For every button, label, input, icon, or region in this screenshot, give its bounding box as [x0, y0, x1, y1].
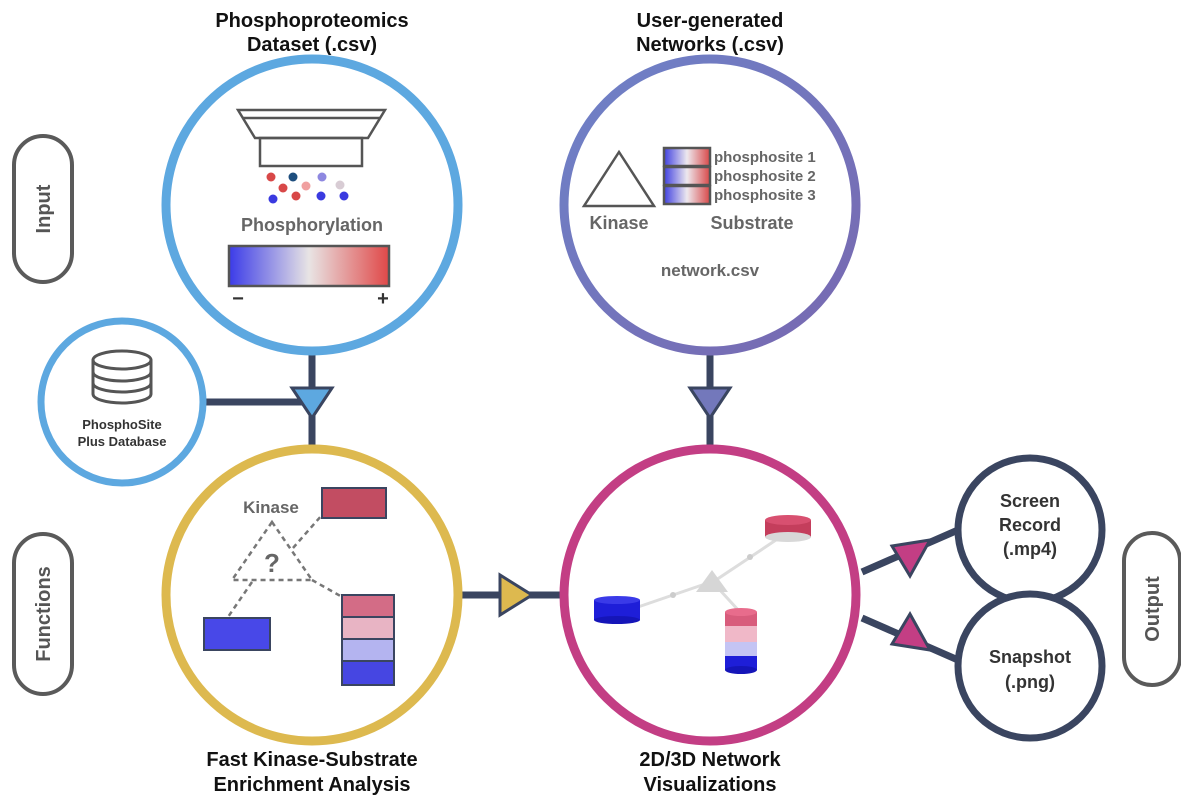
viz-title-line2: Visualizations [643, 774, 776, 796]
input-label: Input [33, 184, 55, 233]
network-visualization-node [559, 444, 861, 746]
scale-minus-label: − [232, 288, 244, 310]
arrow-down-icon [289, 386, 335, 421]
question-mark-label: ? [264, 548, 280, 578]
unknown-kinase-triangle-icon [229, 519, 315, 582]
phospho-title-line1: Phosphoproteomics [215, 10, 408, 32]
snapshot-line1: Snapshot [989, 647, 1071, 667]
arrow-upright-icon [889, 538, 933, 579]
output-label: Output [1142, 576, 1164, 642]
mass-spectrometer-icon [235, 108, 388, 168]
networks-title-line1: User-generated [637, 10, 784, 32]
output-pill: Output [1122, 531, 1181, 687]
phosphosite-1-label: phosphosite 1 [714, 149, 816, 166]
phosphoproteomics-node: Phosphorylation − + [161, 54, 463, 356]
functions-pill: Functions [12, 532, 74, 696]
snapshot-line2: (.png) [1005, 672, 1055, 692]
arrow-downright-icon [889, 611, 933, 652]
screen-record-line1: Screen [1000, 491, 1060, 511]
phosphositeplus-node: PhosphoSite Plus Database [37, 317, 207, 487]
arrow-down-icon [687, 386, 733, 421]
low-substrate-cylinder [594, 596, 640, 624]
substrate-stack [341, 594, 395, 686]
ksea-kinase-label: Kinase [243, 498, 299, 517]
kinase-node-icon [696, 570, 728, 592]
substrate-label: Substrate [710, 213, 793, 233]
screen-record-line2: Record [999, 515, 1061, 535]
database-icon [91, 349, 153, 405]
ksea-title-line1: Fast Kinase-Substrate [206, 749, 417, 771]
network-file-label: network.csv [661, 261, 760, 280]
ksea-title-line2: Enrichment Analysis [213, 774, 410, 796]
phosphorylation-label: Phosphorylation [241, 215, 383, 235]
phosphosite-2-label: phosphosite 2 [714, 168, 816, 185]
ksea-dashed-links [226, 514, 345, 618]
phosphopeptide-dots [266, 172, 349, 204]
screen-record-node: Screen Record (.mp4) [954, 454, 1106, 606]
screen-record-line3: (.mp4) [1003, 539, 1057, 559]
input-pill: Input [12, 134, 74, 284]
functions-label: Functions [33, 566, 55, 662]
database-label-line2: Plus Database [78, 434, 167, 449]
substrate-high-box [321, 487, 387, 519]
networks-title-line2: Networks (.csv) [636, 34, 784, 56]
kinase-triangle-icon [581, 149, 657, 208]
substrate-sites-icon [662, 146, 712, 206]
edge-markers [670, 554, 753, 598]
kinase-label: Kinase [589, 213, 648, 233]
database-label-line1: PhosphoSite [82, 417, 161, 432]
phospho-title-line2: Dataset (.csv) [247, 34, 377, 56]
ksea-node: Kinase ? [161, 444, 463, 746]
phosphorylation-color-scale [227, 244, 391, 288]
viz-title-line1: 2D/3D Network [639, 749, 781, 771]
arrow-right-icon [498, 572, 535, 618]
scale-plus-label: + [377, 288, 389, 310]
snapshot-node: Snapshot (.png) [954, 590, 1106, 742]
high-substrate-cylinder [765, 515, 811, 542]
substrate-low-box [203, 617, 271, 651]
phosphosite-3-label: phosphosite 3 [714, 187, 816, 204]
multisite-substrate-cylinder [725, 608, 757, 674]
user-network-node: phosphosite 1 phosphosite 2 phosphosite … [559, 54, 861, 356]
